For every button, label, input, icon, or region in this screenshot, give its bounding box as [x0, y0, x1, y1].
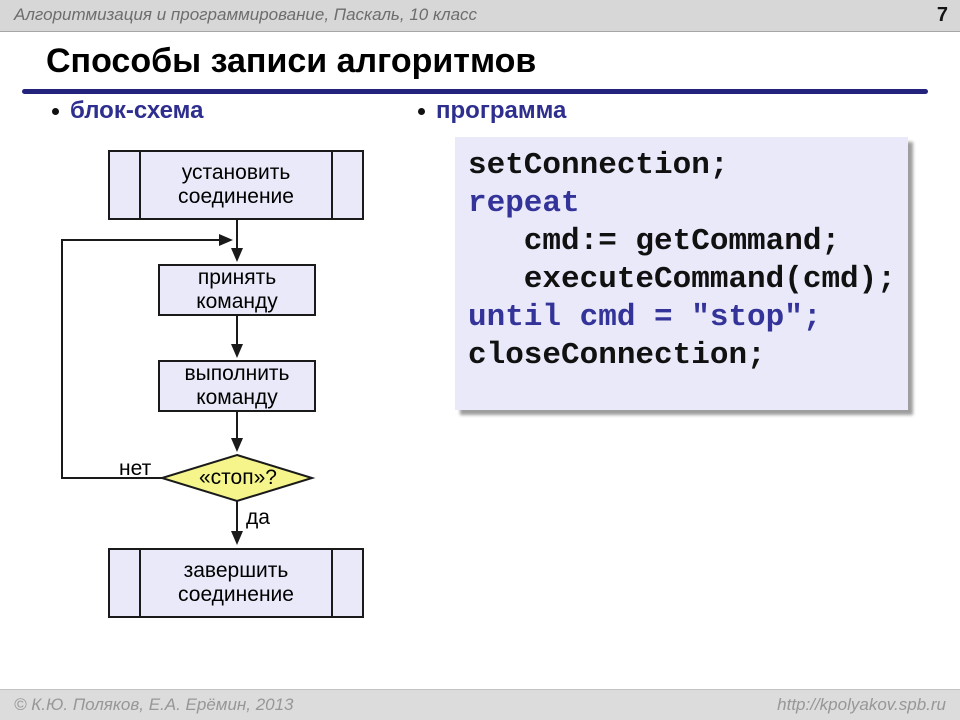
node-label-line: установить [181, 161, 291, 185]
footer-bar: © К.Ю. Поляков, Е.А. Ерёмин, 2013 http:/… [0, 689, 960, 720]
node-label-line: выполнить [184, 362, 290, 386]
page-title: Способы записи алгоритмов [46, 42, 537, 80]
title-underline [22, 89, 928, 94]
code-line: until cmd = "stop"; [468, 300, 822, 335]
code-line: closeConnection; [468, 338, 766, 373]
slide-number: 7 [936, 4, 948, 26]
node-label-line: завершить [183, 559, 289, 583]
header-bar: Алгоритмизация и программирование, Паска… [0, 0, 960, 32]
decision-label: «стоп»? [199, 466, 277, 489]
node-label-line: соединение [178, 185, 294, 208]
footer-url: http://kpolyakov.spb.ru [777, 695, 946, 714]
code-line: cmd:= getCommand; [468, 224, 841, 259]
flowchart-node-close-connection: завершить соединение [108, 548, 364, 618]
course-title: Алгоритмизация и программирование, Паска… [14, 5, 478, 24]
bullet-program: программа [418, 97, 566, 125]
edge-label-yes: да [246, 506, 270, 529]
node-label-line: команду [196, 386, 278, 409]
flowchart-node-receive-command: принять команду [158, 264, 316, 316]
code-line: setConnection; [468, 148, 729, 183]
node-label-line: соединение [178, 583, 294, 606]
decision-diamond [158, 453, 316, 503]
loop-back-line [61, 234, 233, 479]
bullet-program-label: программа [436, 97, 567, 124]
bullet-dot-icon [52, 107, 59, 115]
flowchart-node-execute-command: выполнить команду [158, 360, 316, 412]
code-line: repeat [468, 186, 580, 221]
code-line: executeCommand(cmd); [468, 262, 896, 297]
bullet-flowchart-label: блок-схема [70, 97, 204, 124]
node-label-line: принять [197, 266, 277, 290]
flowchart-node-setup-connection: установить соединение [108, 150, 364, 220]
bullet-flowchart: блок-схема [52, 97, 203, 125]
footer-copyright: © К.Ю. Поляков, Е.А. Ерёмин, 2013 [14, 695, 294, 714]
edge-label-no: нет [119, 457, 152, 480]
bullet-dot-icon [418, 107, 425, 115]
code-panel: setConnection; repeat cmd:= getCommand; … [455, 137, 908, 410]
node-label-line: команду [196, 290, 278, 313]
